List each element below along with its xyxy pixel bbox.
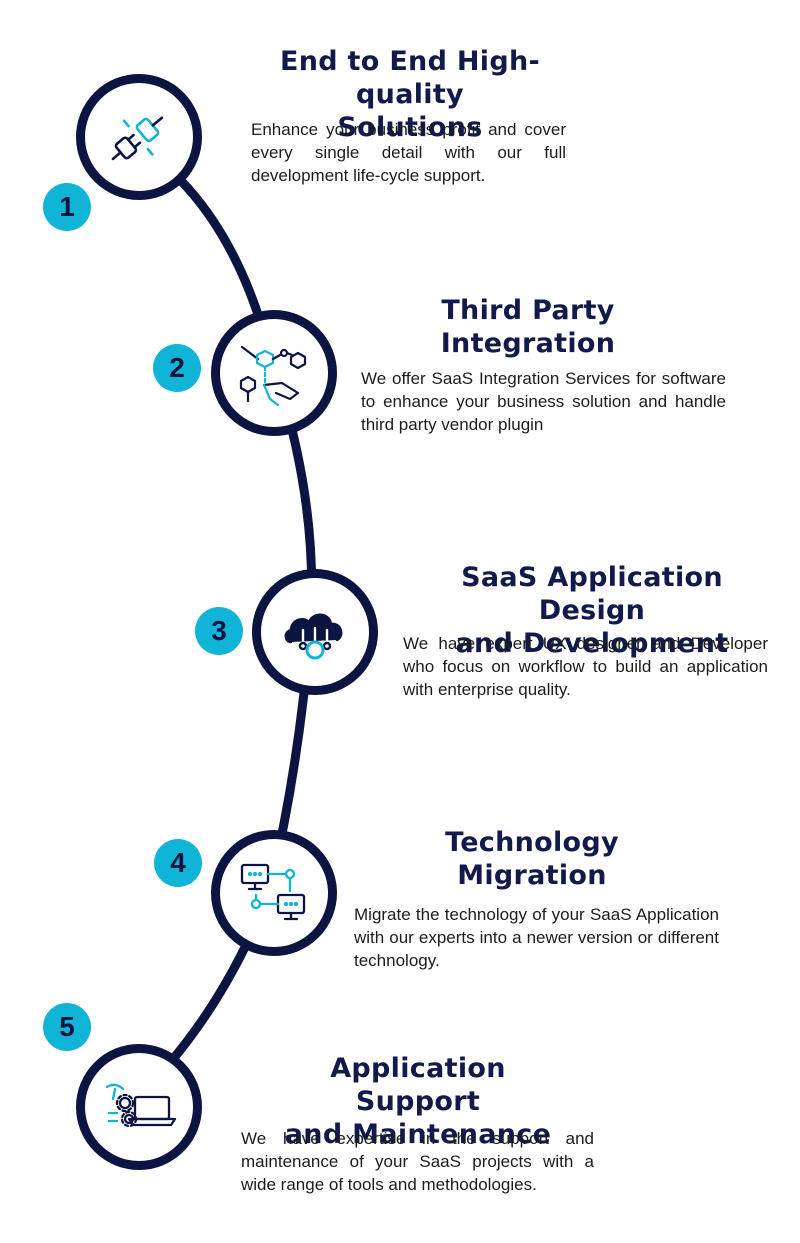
step-2-node [211,310,337,436]
step-3-node [252,569,378,695]
step-5-title: Application Support and Maintenance [284,1053,552,1150]
step-4-badge: 4 [154,839,202,887]
step-5-node [76,1044,202,1170]
step-1-badge: 1 [43,183,91,231]
step-2-badge: 2 [153,344,201,392]
laptop-gears-icon [105,1083,177,1128]
monitor-migration-icon [240,863,306,921]
plug-connection-icon [111,116,164,161]
step-1-description: Enhance your business profit and cover e… [251,120,566,185]
step-3-title: SaaS Application Design and Development [455,562,729,659]
step-4-description: Migrate the technology of your SaaS Appl… [354,905,719,970]
step-3-badge: 3 [195,607,243,655]
integration-cubes-icon [239,345,307,407]
step-2-description: We offer SaaS Integration Services for s… [361,369,726,434]
step-3-description: We have expert UX designer and Developer… [403,634,768,699]
step-2-title: Third Party Integration [440,295,616,359]
step-1-title: End to End High-quality Solutions [279,46,541,143]
step-4-title: Technology Migration [445,827,619,891]
step-5-badge: 5 [43,1003,91,1051]
cloud-network-icon [284,613,343,660]
step-4-node [211,830,337,956]
step-1-node [76,74,202,200]
step-5-description: We have expertise in the support and mai… [241,1129,594,1194]
